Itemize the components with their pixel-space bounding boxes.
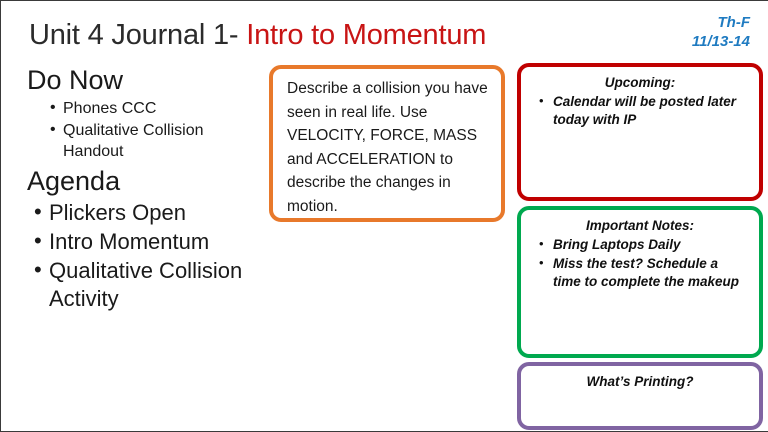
upcoming-list: Calendar will be posted later today with… bbox=[529, 92, 751, 129]
list-item: Qualitative Collision Activity bbox=[34, 256, 265, 313]
agenda-list: Plickers Open Intro Momentum Qualitative… bbox=[27, 198, 265, 313]
page-title: Unit 4 Journal 1- Intro to Momentum bbox=[29, 15, 629, 55]
important-notes-list: Bring Laptops Daily Miss the test? Sched… bbox=[529, 235, 751, 291]
list-item: Calendar will be posted later today with… bbox=[539, 92, 749, 129]
do-now-list: Phones CCC Qualitative Collision Handout bbox=[27, 97, 265, 162]
left-column: Do Now Phones CCC Qualitative Collision … bbox=[27, 63, 265, 314]
important-notes-heading: Important Notes: bbox=[586, 218, 694, 233]
whats-printing-box: What’s Printing? bbox=[517, 362, 763, 430]
list-item: Intro Momentum bbox=[34, 227, 265, 256]
important-notes-box: Important Notes: Bring Laptops Daily Mis… bbox=[517, 206, 763, 358]
prompt-text: Describe a collision you have seen in re… bbox=[287, 80, 488, 215]
upcoming-box: Upcoming: Calendar will be posted later … bbox=[517, 63, 763, 201]
prompt-box: Describe a collision you have seen in re… bbox=[269, 65, 505, 222]
list-item: Bring Laptops Daily bbox=[539, 235, 749, 254]
title-red-text: Intro to Momentum bbox=[246, 19, 487, 51]
list-item: Miss the test? Schedule a time to comple… bbox=[539, 254, 749, 291]
list-item: Phones CCC bbox=[50, 97, 265, 119]
list-item: Plickers Open bbox=[34, 198, 265, 227]
title-dark-text: Unit 4 Journal 1- bbox=[29, 19, 247, 51]
date-block: Th-F 11/13-14 bbox=[610, 13, 750, 51]
date-range: 11/13-14 bbox=[691, 33, 750, 50]
date-days: Th-F bbox=[717, 14, 750, 31]
whats-printing-heading: What’s Printing? bbox=[586, 374, 694, 389]
do-now-heading: Do Now bbox=[27, 65, 124, 95]
agenda-heading: Agenda bbox=[27, 166, 121, 196]
list-item: Qualitative Collision Handout bbox=[50, 119, 265, 162]
upcoming-heading: Upcoming: bbox=[604, 75, 676, 90]
